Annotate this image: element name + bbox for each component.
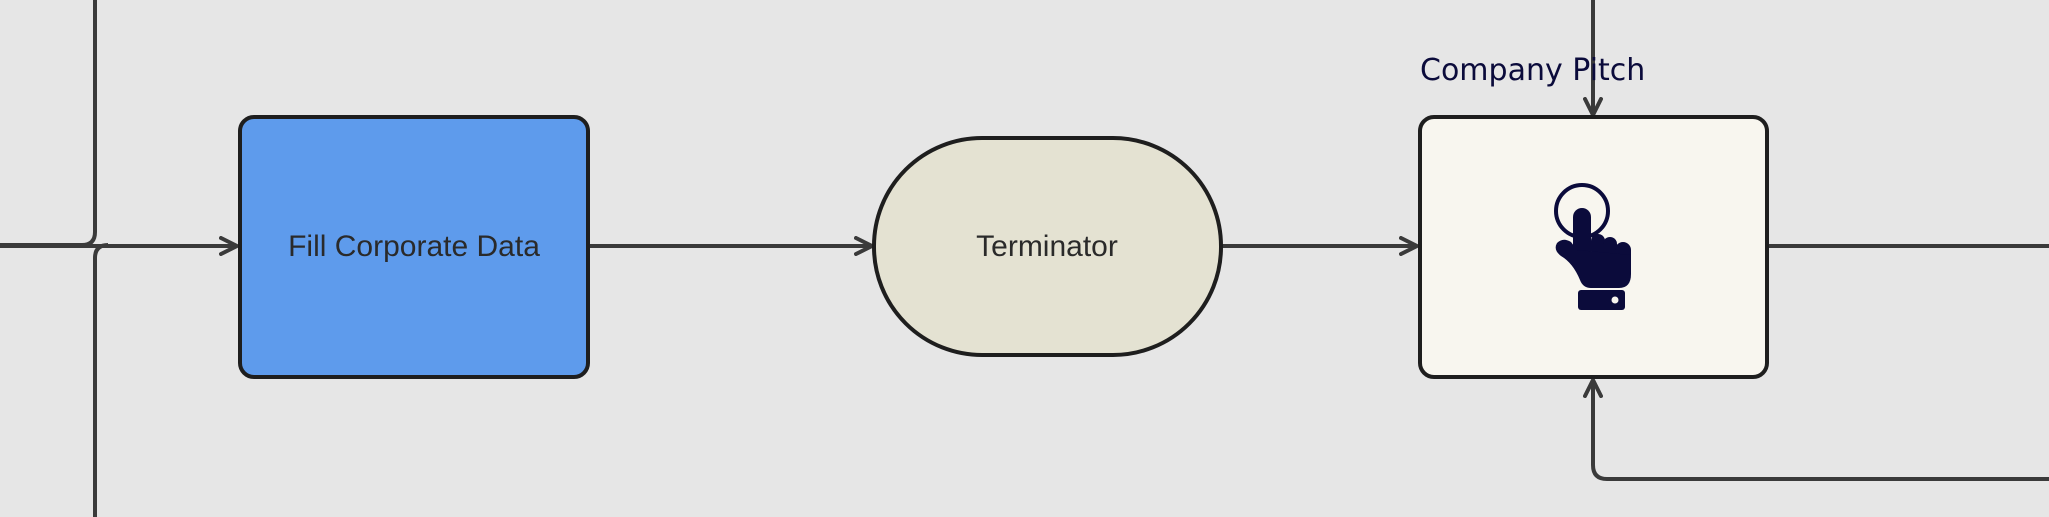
node-terminator-shape[interactable]: [872, 136, 1223, 357]
node-fill-corporate-data-shape[interactable]: [238, 115, 590, 379]
left-bus-connector-top[interactable]: [0, 0, 97, 247]
node-company-pitch-caption: Company Pitch: [1420, 53, 1645, 88]
node-fill-corporate-data[interactable]: Fill Corporate Data: [238, 115, 590, 379]
node-terminator-label: Terminator: [976, 230, 1118, 263]
node-fill-corporate-data-label: Fill Corporate Data: [288, 230, 540, 263]
edge-right-loop-to-company-pitch[interactable]: [1583, 378, 2049, 481]
node-company-pitch[interactable]: [1418, 115, 1769, 379]
hand-pointer-click-icon: [1554, 183, 1631, 310]
node-terminator[interactable]: Terminator: [872, 136, 1223, 357]
left-bus-connector-bottom[interactable]: [93, 243, 109, 517]
